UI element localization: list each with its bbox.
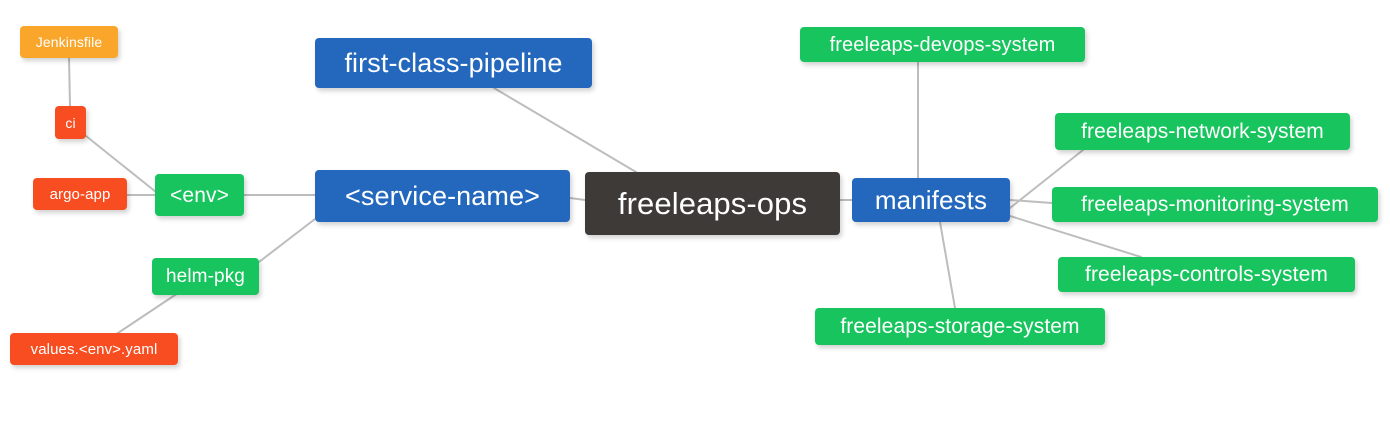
node-service-name-label: <service-name>: [345, 180, 540, 211]
node-freeleaps-devops-system-label: freeleaps-devops-system: [829, 33, 1056, 56]
node-env-label: <env>: [170, 183, 229, 207]
node-ci-label: ci: [65, 114, 76, 131]
node-jenkinsfile[interactable]: Jenkinsfile: [20, 26, 118, 58]
node-ci[interactable]: ci: [55, 106, 86, 139]
node-values-env-yaml[interactable]: values.<env>.yaml: [10, 333, 178, 365]
edge-manifests-storage: [939, 221, 956, 309]
edge-firstclass-root: [493, 87, 637, 173]
node-helm-pkg-label: helm-pkg: [166, 266, 245, 287]
node-freeleaps-network-system[interactable]: freeleaps-network-system: [1055, 113, 1350, 150]
node-first-class-pipeline[interactable]: first-class-pipeline: [315, 38, 592, 88]
node-env[interactable]: <env>: [155, 174, 244, 216]
node-freeleaps-network-system-label: freeleaps-network-system: [1081, 120, 1324, 143]
node-manifests-label: manifests: [874, 185, 988, 215]
node-freeleaps-ops-root-label: freeleaps-ops: [617, 186, 808, 221]
node-manifests[interactable]: manifests: [852, 178, 1010, 222]
node-freeleaps-controls-system-label: freeleaps-controls-system: [1085, 263, 1328, 286]
node-jenkinsfile-label: Jenkinsfile: [35, 34, 103, 50]
node-freeleaps-storage-system-label: freeleaps-storage-system: [840, 315, 1080, 338]
node-freeleaps-controls-system[interactable]: freeleaps-controls-system: [1058, 257, 1355, 292]
node-freeleaps-monitoring-system-label: freeleaps-monitoring-system: [1081, 193, 1349, 216]
node-first-class-pipeline-label: first-class-pipeline: [344, 47, 563, 78]
node-freeleaps-monitoring-system[interactable]: freeleaps-monitoring-system: [1052, 187, 1378, 222]
node-freeleaps-storage-system[interactable]: freeleaps-storage-system: [815, 308, 1105, 345]
node-freeleaps-devops-system[interactable]: freeleaps-devops-system: [800, 27, 1085, 62]
node-freeleaps-ops-root[interactable]: freeleaps-ops: [585, 172, 840, 235]
edge-manifests-controls: [1009, 215, 1142, 258]
edge-manifests-monitoring: [1009, 199, 1053, 204]
node-values-env-yaml-label: values.<env>.yaml: [30, 340, 158, 358]
node-service-name[interactable]: <service-name>: [315, 170, 570, 222]
edge-helmpkg-values: [114, 292, 179, 336]
edge-servicename-helmpkg: [258, 218, 316, 263]
node-argo-app-label: argo-app: [49, 185, 111, 203]
edge-servicename-root: [569, 197, 586, 201]
node-argo-app[interactable]: argo-app: [33, 178, 127, 210]
node-helm-pkg[interactable]: helm-pkg: [152, 258, 259, 295]
edge-jenkinsfile-ci: [68, 57, 71, 107]
